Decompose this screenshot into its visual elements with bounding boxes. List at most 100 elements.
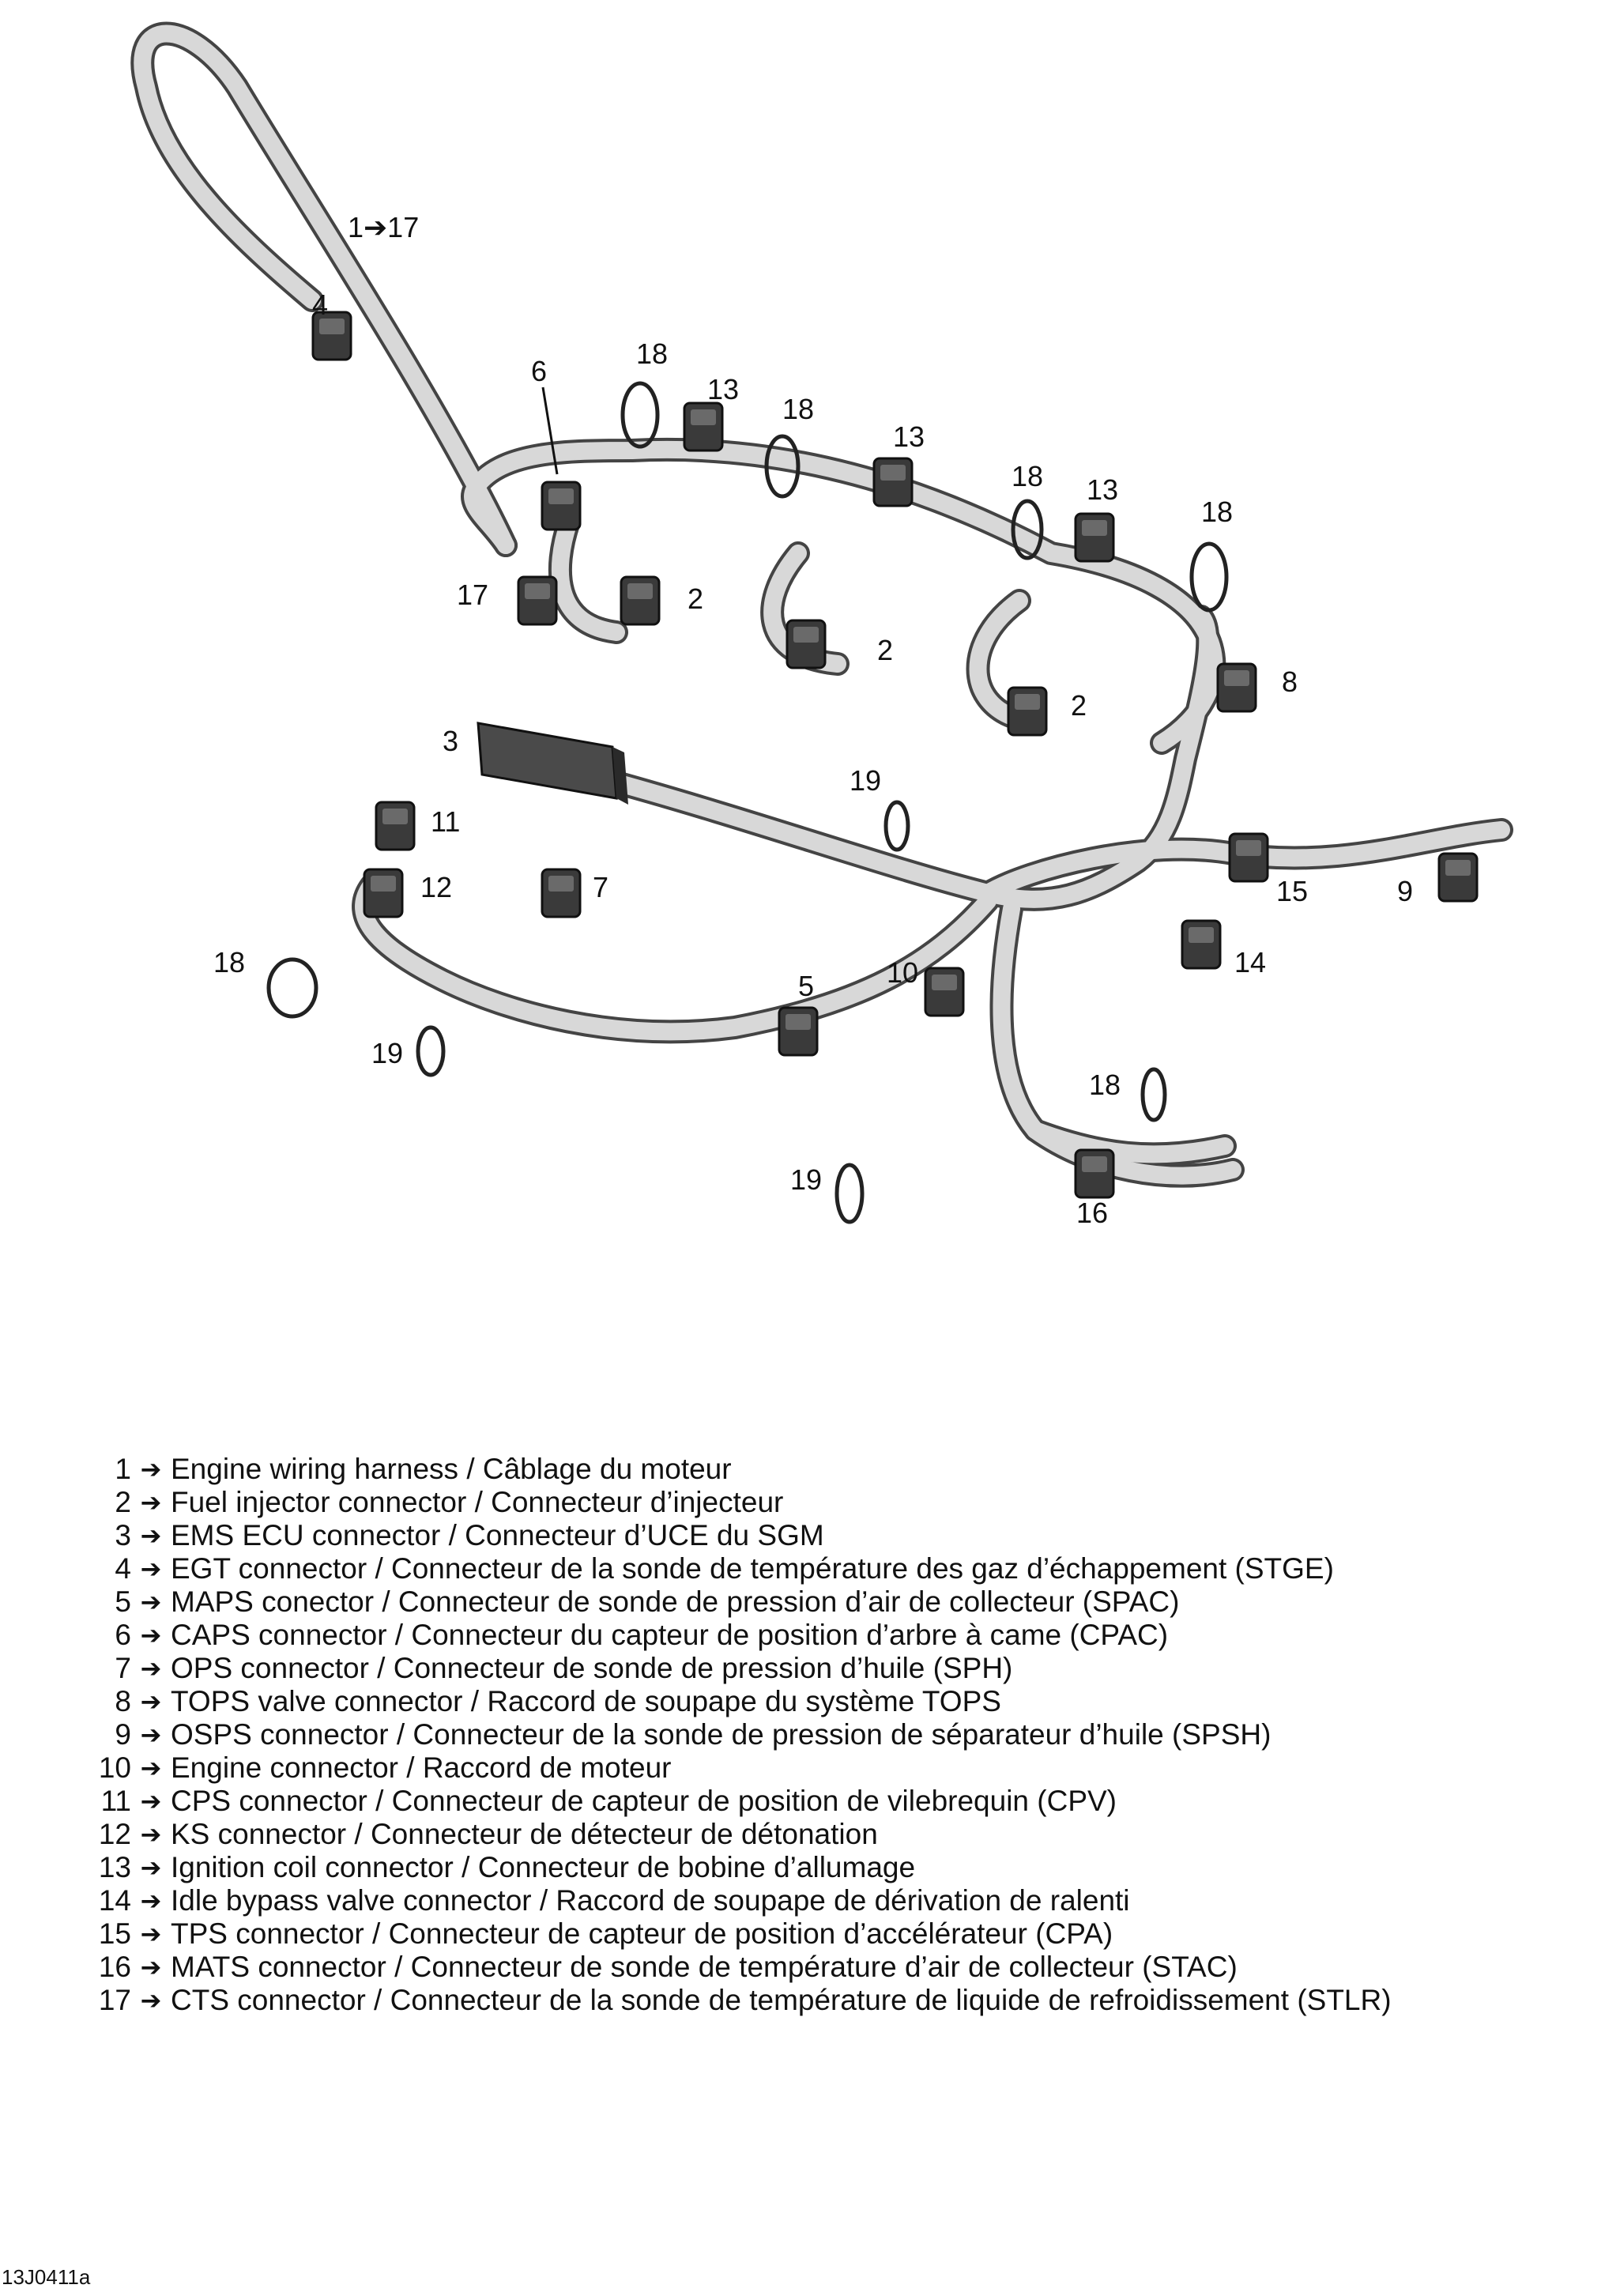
arrow-icon: ➔ xyxy=(140,1654,162,1683)
wiring-harness-diagram: 1➔17 4 6 18 13 18 13 18 13 18 17 2 2 8 2… xyxy=(130,21,1513,1229)
arrow-icon: ➔ xyxy=(140,1555,162,1583)
legend-item-text: Fuel injector connector / Connecteur d’i… xyxy=(171,1486,784,1518)
legend-item-number: 14 xyxy=(98,1884,131,1917)
arrow-icon: ➔ xyxy=(140,1588,162,1616)
callout-13-a: 13 xyxy=(707,373,739,405)
arrow-icon: ➔ xyxy=(140,1621,162,1649)
callout-18-e: 18 xyxy=(213,946,245,978)
legend-item: 16 ➔ MATS connector / Connecteur de sonde … xyxy=(71,1951,1612,1984)
legend-item-text: TPS connector / Connecteur de capteur de… xyxy=(171,1917,1113,1950)
legend-item-text: MAPS conector / Connecteur de sonde de p… xyxy=(171,1585,1180,1618)
callout-9: 9 xyxy=(1397,875,1413,907)
arrow-icon: ➔ xyxy=(140,1521,162,1550)
legend-item-text: TOPS valve connector / Raccord de soupap… xyxy=(171,1685,1001,1717)
arrow-icon: ➔ xyxy=(140,1986,162,2015)
legend-item-number: 12 xyxy=(98,1818,131,1850)
legend-item: 17 ➔ CTS connector / Connecteur de la sond… xyxy=(71,1984,1612,2017)
legend-item-number: 10 xyxy=(98,1751,131,1784)
callout-18-c: 18 xyxy=(1012,460,1043,492)
legend-item: 10➔Engine connector / Raccord de moteur xyxy=(71,1751,1612,1785)
figure-reference-code: 13J0411a xyxy=(2,2265,91,2289)
legend-item: 13 ➔ Ignition coil connector / Connecteur … xyxy=(71,1851,1612,1884)
legend-item-number: 4 xyxy=(115,1552,131,1585)
legend-item-number: 2 xyxy=(115,1486,131,1518)
legend-item: 14 ➔ Idle bypass valve connector / Raccord… xyxy=(71,1884,1612,1917)
legend-item-text: CAPS connector / Connecteur du capteur d… xyxy=(171,1619,1169,1651)
callout-2-c: 2 xyxy=(1071,689,1087,722)
callout-19-b: 19 xyxy=(371,1037,403,1069)
legend-item-number: 1 xyxy=(115,1453,131,1485)
legend-item-number: 7 xyxy=(115,1652,131,1684)
legend-item: 15➔TPS connector / Connecteur de capteur… xyxy=(71,1917,1612,1951)
legend-item: 6 ➔ CAPS connector / Connecteur du capteur… xyxy=(71,1619,1612,1652)
parts-legend: 1 ➔ Engine wiring harness / Câblage du mot… xyxy=(71,1453,1612,2017)
legend-item: 4 ➔ EGT connector / Connecteur de la sonde… xyxy=(71,1552,1612,1585)
legend-item: 8 ➔ TOPS valve connector / Raccord de soup… xyxy=(71,1685,1612,1718)
legend-item-number: 16 xyxy=(98,1951,131,1983)
legend-item-text: CTS connector / Connecteur de la sonde d… xyxy=(171,1984,1392,2016)
callout-12: 12 xyxy=(420,871,452,903)
arrow-icon: ➔ xyxy=(140,1721,162,1749)
legend-item-text: Engine wiring harness / Câblage du moteu… xyxy=(171,1453,732,1485)
callout-10: 10 xyxy=(887,956,918,989)
legend-item-number: 8 xyxy=(115,1685,131,1717)
callout-18-a: 18 xyxy=(636,337,668,370)
callout-18-f: 18 xyxy=(1089,1069,1121,1101)
callout-labels: 1➔17 4 6 18 13 18 13 18 13 18 17 2 2 8 2… xyxy=(213,211,1413,1229)
arrow-icon: ➔ xyxy=(140,1887,162,1915)
legend-item: 1 ➔ Engine wiring harness / Câblage du mot… xyxy=(71,1453,1612,1486)
callout-13-b: 13 xyxy=(893,420,925,453)
callout-14: 14 xyxy=(1234,946,1266,978)
legend-item-text: OPS connector / Connecteur de sonde de p… xyxy=(171,1652,1013,1684)
callout-16: 16 xyxy=(1076,1197,1108,1229)
legend-item-text: CPS connector / Connecteur de capteur de… xyxy=(171,1785,1117,1817)
callout-2-b: 2 xyxy=(877,634,893,666)
callout-3: 3 xyxy=(443,725,458,757)
legend-item-text: KS connector / Connecteur de détecteur d… xyxy=(171,1818,878,1850)
arrow-icon: ➔ xyxy=(140,1754,162,1782)
arrow-icon: ➔ xyxy=(140,1687,162,1716)
legend-item-number: 6 xyxy=(115,1619,131,1651)
arrow-icon: ➔ xyxy=(140,1853,162,1882)
callout-13-c: 13 xyxy=(1087,473,1118,506)
arrow-icon: ➔ xyxy=(140,1488,162,1517)
legend-item-text: Ignition coil connector / Connecteur de … xyxy=(171,1851,916,1883)
arrow-icon: ➔ xyxy=(140,1953,162,1981)
callout-18-b: 18 xyxy=(782,393,814,425)
legend-item-text: Idle bypass valve connector / Raccord de… xyxy=(171,1884,1130,1917)
legend-item-number: 13 xyxy=(98,1851,131,1883)
legend-item-text: OSPS connector / Connecteur de la sonde … xyxy=(171,1718,1272,1751)
clamp-shapes xyxy=(266,381,1229,1224)
legend-item-number: 5 xyxy=(115,1585,131,1618)
callout-17: 17 xyxy=(457,579,488,611)
ecu-connector-shape xyxy=(477,722,628,805)
callout-19-a: 19 xyxy=(850,764,881,797)
callout-7: 7 xyxy=(593,871,608,903)
legend-item-text: EGT connector / Connecteur de la sonde d… xyxy=(171,1552,1334,1585)
arrow-icon: ➔ xyxy=(140,1787,162,1815)
legend-item: 12 ➔ KS connector / Connecteur de détecteu… xyxy=(71,1818,1612,1851)
legend-item: 9 ➔ OSPS connector / Connecteur de la sond… xyxy=(71,1718,1612,1751)
callout-1: 1➔17 xyxy=(348,211,419,243)
harness-wires xyxy=(130,21,1513,1188)
callout-8: 8 xyxy=(1282,665,1298,698)
legend-item: 3➔EMS ECU connector / Connecteur d’UCE d… xyxy=(71,1519,1612,1552)
callout-5: 5 xyxy=(798,970,814,1002)
callout-19-c: 19 xyxy=(790,1163,822,1196)
legend-item-number: 17 xyxy=(98,1984,131,2016)
legend-item-number: 15 xyxy=(98,1917,131,1950)
callout-4: 4 xyxy=(312,288,328,321)
legend-item: 2 ➔ Fuel injector connector / Connecteur d… xyxy=(71,1486,1612,1519)
callout-11: 11 xyxy=(431,805,460,838)
legend-item-number: 9 xyxy=(115,1718,131,1751)
arrow-icon: ➔ xyxy=(140,1820,162,1849)
arrow-icon: ➔ xyxy=(140,1455,162,1484)
callout-6: 6 xyxy=(531,355,547,387)
legend-item-text: EMS ECU connector / Connecteur d’UCE du … xyxy=(171,1519,824,1551)
legend-item-text: MATS connector / Connecteur de sonde de … xyxy=(171,1951,1238,1983)
callout-15: 15 xyxy=(1276,875,1308,907)
legend-item-number: 11 xyxy=(100,1785,131,1817)
callout-2-a: 2 xyxy=(688,582,703,615)
legend-item: 5 ➔ MAPS conector / Connecteur de sonde de… xyxy=(71,1585,1612,1619)
legend-item: 7 ➔ OPS connector / Connecteur de sonde de… xyxy=(71,1652,1612,1685)
